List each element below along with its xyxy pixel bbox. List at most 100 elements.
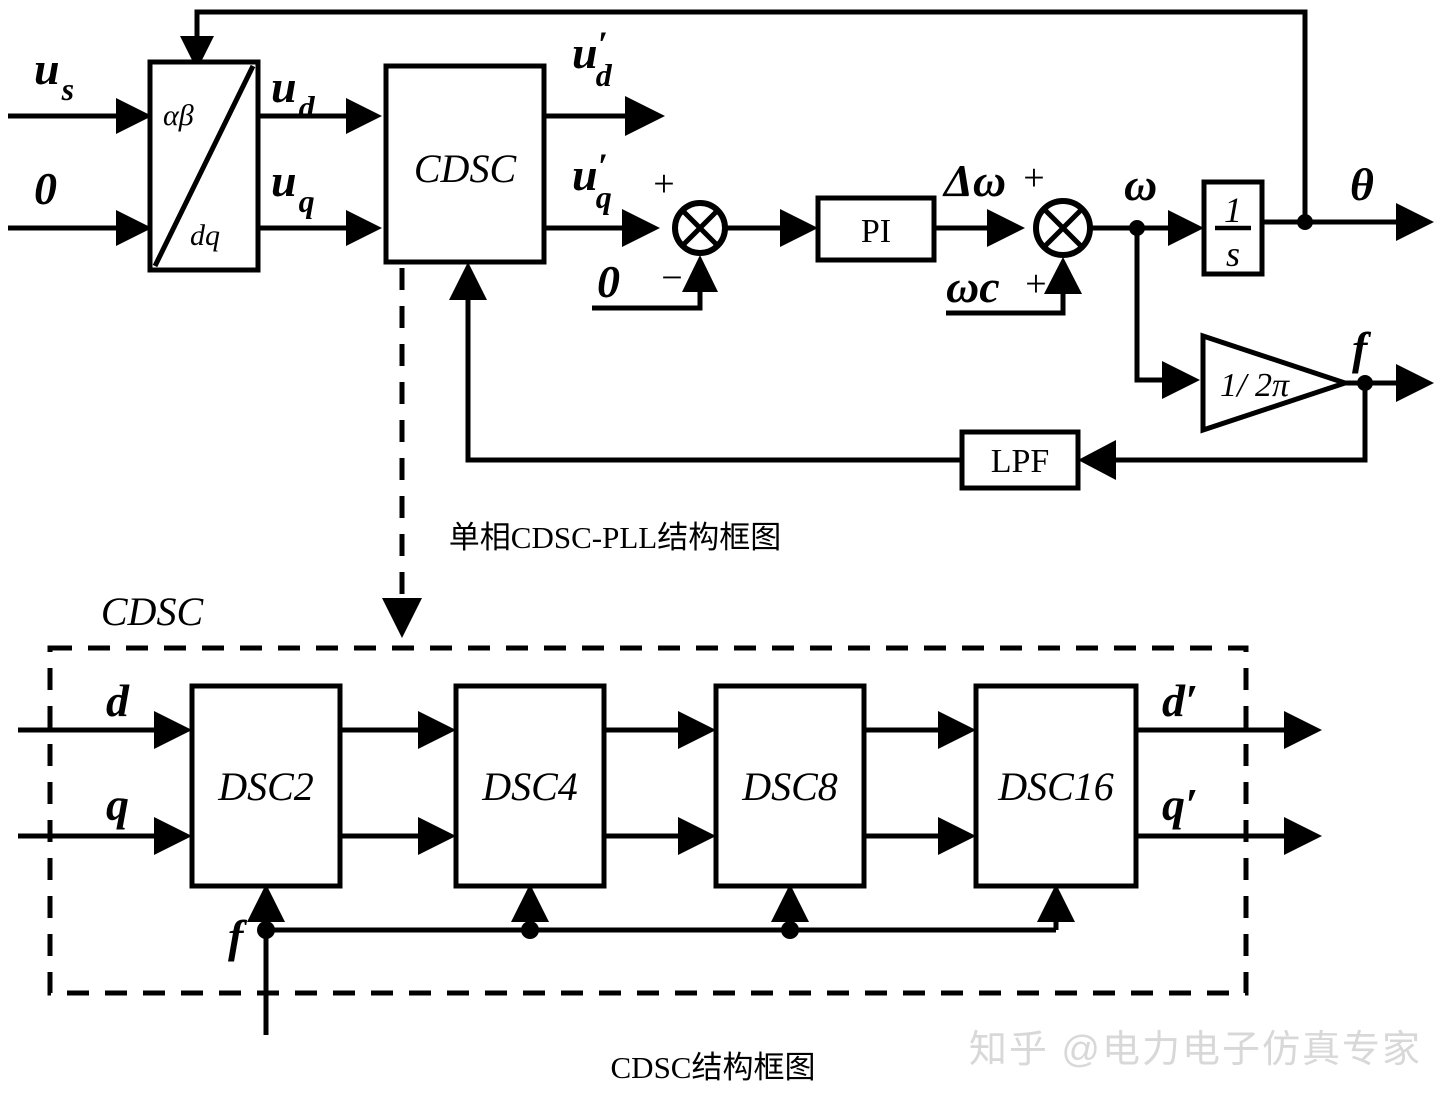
- uq-arrowhead: [346, 210, 382, 246]
- label-uq: uq: [271, 155, 315, 219]
- label-f-top: f: [1352, 323, 1372, 374]
- label-sum2-plus-top: +: [1023, 157, 1044, 199]
- dsc16-block[interactable]: [973, 683, 1139, 889]
- summing-junction-2[interactable]: [1033, 198, 1093, 258]
- label-f-bus: f: [228, 911, 248, 962]
- pi-to-sum2-wire: [934, 209, 1025, 247]
- input-zero-wire: [8, 210, 152, 246]
- dsc8-to-dsc16-wires: [864, 711, 976, 855]
- integrator-block[interactable]: [1201, 179, 1265, 277]
- uqprime-arrowhead: [622, 209, 660, 247]
- f-bus-dot-1: [257, 921, 275, 939]
- qprime-arrowhead: [1284, 817, 1322, 855]
- label-input-zero: 0: [34, 163, 57, 214]
- label-delta-omega: Δω: [942, 155, 1006, 206]
- dsc4-to-dsc8-wires: [604, 711, 716, 855]
- cdsc-boundary-dashed: [47, 645, 1249, 996]
- dprime-arrowhead: [1284, 711, 1322, 749]
- label-integrator-den: s: [1226, 234, 1240, 274]
- detail-pointer-arrowhead: [382, 598, 422, 638]
- watermark: 知乎 @电力电子仿真专家: [968, 1029, 1422, 1071]
- detail-qprime-output-wire: [1136, 817, 1322, 855]
- lpf-to-cdsc-wire: [449, 262, 962, 463]
- label-us: us: [34, 43, 74, 107]
- summing-junction-1[interactable]: [672, 200, 728, 256]
- input-us-wire: [8, 98, 152, 134]
- caption-pll: 单相CDSC-PLL结构框图: [449, 520, 781, 555]
- ref-zero-arrowhead: [682, 255, 718, 292]
- label-q-input: q: [106, 779, 129, 830]
- d-input-arrowhead: [154, 711, 192, 749]
- f-arrowhead: [1396, 364, 1434, 402]
- omega-wire: [1090, 210, 1204, 246]
- pi-input-arrowhead: [780, 209, 818, 247]
- dsc4-q-arrowhead: [418, 817, 456, 855]
- caption-cdsc: CDSC结构框图: [611, 1050, 816, 1085]
- sum2-input-arrowhead: [987, 209, 1025, 247]
- label-alphabeta: αβ: [163, 99, 194, 132]
- cdsc-detail-pointer: [382, 268, 422, 638]
- dsc8-block[interactable]: [713, 683, 867, 889]
- udprime-arrowhead: [625, 96, 665, 136]
- label-lpf-block: LPF: [991, 443, 1050, 480]
- label-sum2-plus-bottom: +: [1025, 263, 1046, 305]
- dsc4-f-arrowhead: [511, 884, 549, 922]
- label-dsc2: DSC2: [217, 764, 314, 809]
- label-cdsc-block: CDSC: [414, 146, 518, 191]
- theta-branch-dot: [1297, 214, 1313, 230]
- detail-dprime-output-wire: [1136, 711, 1322, 749]
- dsc8-q-arrowhead: [678, 817, 716, 855]
- dsc16-d-arrowhead: [938, 711, 976, 749]
- sum1-to-pi-wire: [725, 209, 818, 247]
- theta-output-wire: [1262, 203, 1434, 241]
- f-bus-dot-2: [521, 921, 539, 939]
- cdsc-f-arrowhead: [449, 262, 487, 300]
- feedback-arrowhead: [180, 36, 214, 70]
- dsc8-f-arrowhead: [771, 884, 809, 922]
- transform-block-abdq[interactable]: [147, 59, 261, 273]
- ud-arrowhead: [346, 98, 382, 134]
- dsc2-to-dsc4-wires: [340, 711, 456, 855]
- theta-feedback-path: [180, 9, 1308, 222]
- dsc4-d-arrowhead: [418, 711, 456, 749]
- f-bus-dot-3: [781, 921, 799, 939]
- label-integrator-num: 1: [1224, 190, 1242, 230]
- label-qprime-output: q′: [1162, 779, 1198, 830]
- label-gain-1over2pi: 1/ 2π: [1220, 367, 1290, 404]
- label-dsc4: DSC4: [481, 764, 578, 809]
- label-d-input: d: [106, 675, 130, 726]
- f-bus: [247, 884, 1075, 1035]
- zero-arrowhead: [116, 210, 152, 246]
- gain-input-arrowhead: [1162, 361, 1200, 399]
- lpf-input-arrowhead: [1078, 440, 1116, 480]
- dsc16-f-arrowhead: [1037, 884, 1075, 922]
- label-pi-block: PI: [861, 213, 891, 250]
- cdsc-block[interactable]: [383, 63, 547, 265]
- theta-arrowhead: [1396, 203, 1434, 241]
- udprime-wire: [544, 96, 665, 136]
- label-omega-c: ωc: [946, 261, 1000, 312]
- uqprime-wire: [544, 209, 660, 247]
- dsc16-q-arrowhead: [938, 817, 976, 855]
- detail-d-input-wire: [18, 711, 192, 749]
- ud-wire: [258, 98, 382, 134]
- label-ud: ud: [271, 61, 316, 125]
- f-to-lpf-wire: [1078, 383, 1368, 480]
- gain-block-1over2pi[interactable]: [1200, 332, 1353, 434]
- omegac-wire: [946, 257, 1082, 316]
- us-arrowhead: [116, 98, 152, 134]
- dsc8-d-arrowhead: [678, 711, 716, 749]
- label-dsc8: DSC8: [741, 764, 838, 809]
- omegac-arrowhead: [1044, 257, 1082, 294]
- label-theta: θ: [1350, 159, 1374, 210]
- label-ud-prime: u′d: [572, 24, 613, 93]
- label-dprime-output: d′: [1162, 675, 1198, 726]
- dsc4-block[interactable]: [453, 683, 607, 889]
- label-ref-zero: 0: [597, 256, 620, 307]
- label-sum1-plus: +: [653, 163, 674, 205]
- label-omega: ω: [1124, 159, 1157, 210]
- detail-q-input-wire: [18, 817, 192, 855]
- q-input-arrowhead: [154, 817, 192, 855]
